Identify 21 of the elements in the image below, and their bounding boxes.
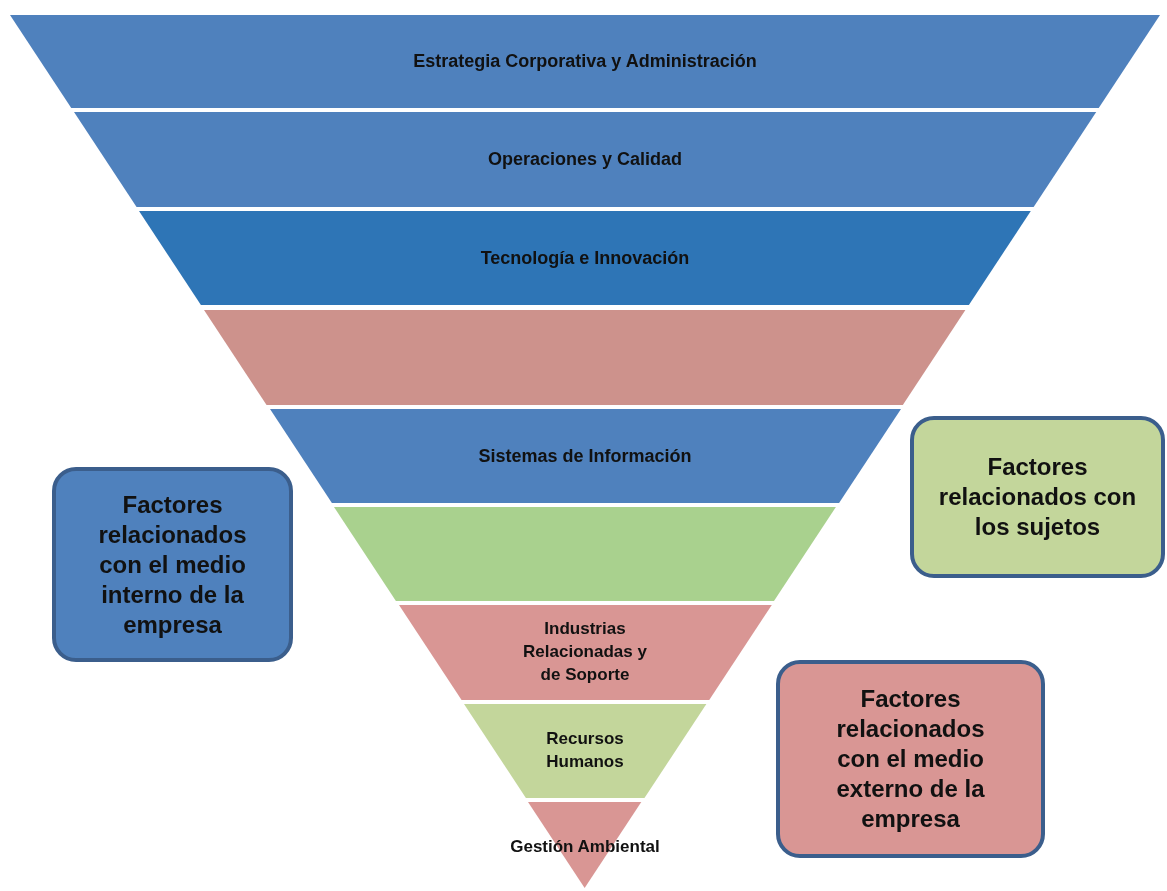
category-box [910,416,1165,578]
category-box [52,467,293,662]
band-label: Gestión Ambiental [510,836,660,858]
band-label: Tecnología e Innovación [480,246,690,270]
band-label: Estrategia Corporativa y Administración [413,50,757,74]
category-label: Factores relacionados con el medio externo de la empresa [835,684,986,834]
category-label: Factores relacionados con el medio interno de la empresa [97,489,248,640]
funnel-band [10,15,1160,108]
band-label: Industrias Relacionadas y de Soporte [522,618,648,686]
funnel-band [334,507,836,601]
funnel-band [73,112,1097,207]
funnel-band [398,605,772,700]
funnel-band [463,704,707,798]
category-label: Factores relacionados con los sujetos [937,452,1138,542]
funnel-band [204,310,966,405]
category-box [776,660,1045,858]
funnel-band [139,211,1031,305]
band-label: Sistemas de Información [478,444,692,468]
band-label: Recursos Humanos [545,728,625,773]
band-label: Operaciones y Calidad [487,148,682,172]
funnel-band [269,409,901,503]
